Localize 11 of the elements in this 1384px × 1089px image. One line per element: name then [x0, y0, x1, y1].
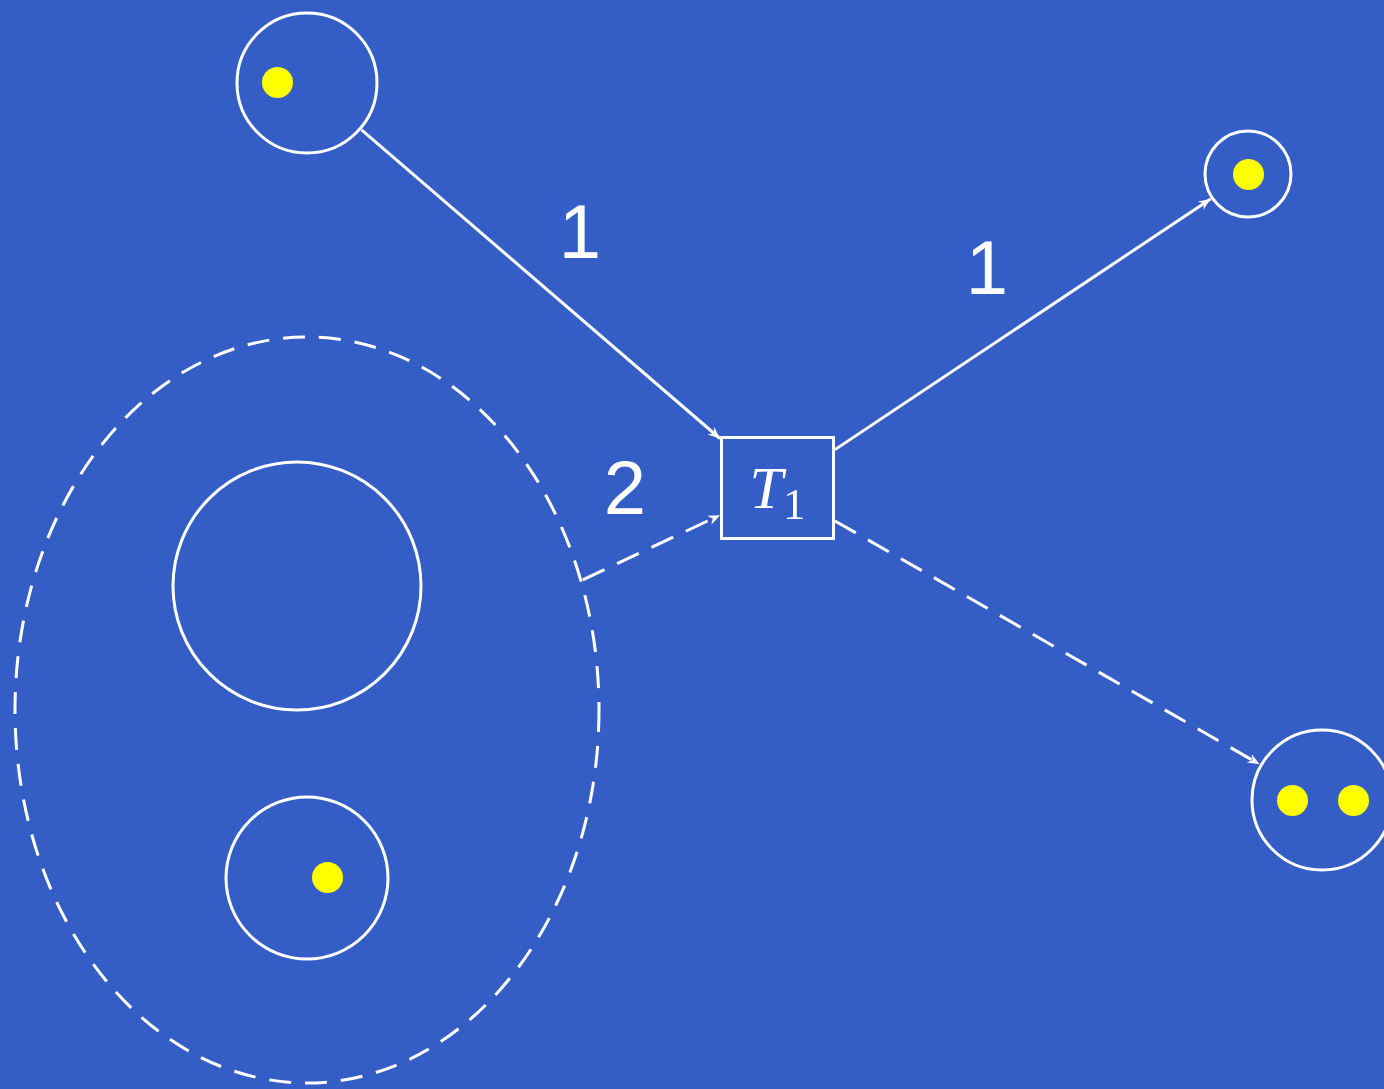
place-circle — [1203, 129, 1293, 219]
transition-box — [720, 436, 835, 540]
dashed-place-circle — [13, 335, 601, 1085]
arc-arrow — [582, 513, 721, 582]
arc-arrow — [360, 128, 721, 440]
arc-arrow — [834, 197, 1212, 451]
place-circle — [224, 795, 390, 961]
place-circle — [171, 460, 423, 712]
arc-arrow — [834, 519, 1261, 766]
transition-label: T$_{1}$ — [749, 458, 806, 518]
place-circle — [235, 11, 379, 155]
